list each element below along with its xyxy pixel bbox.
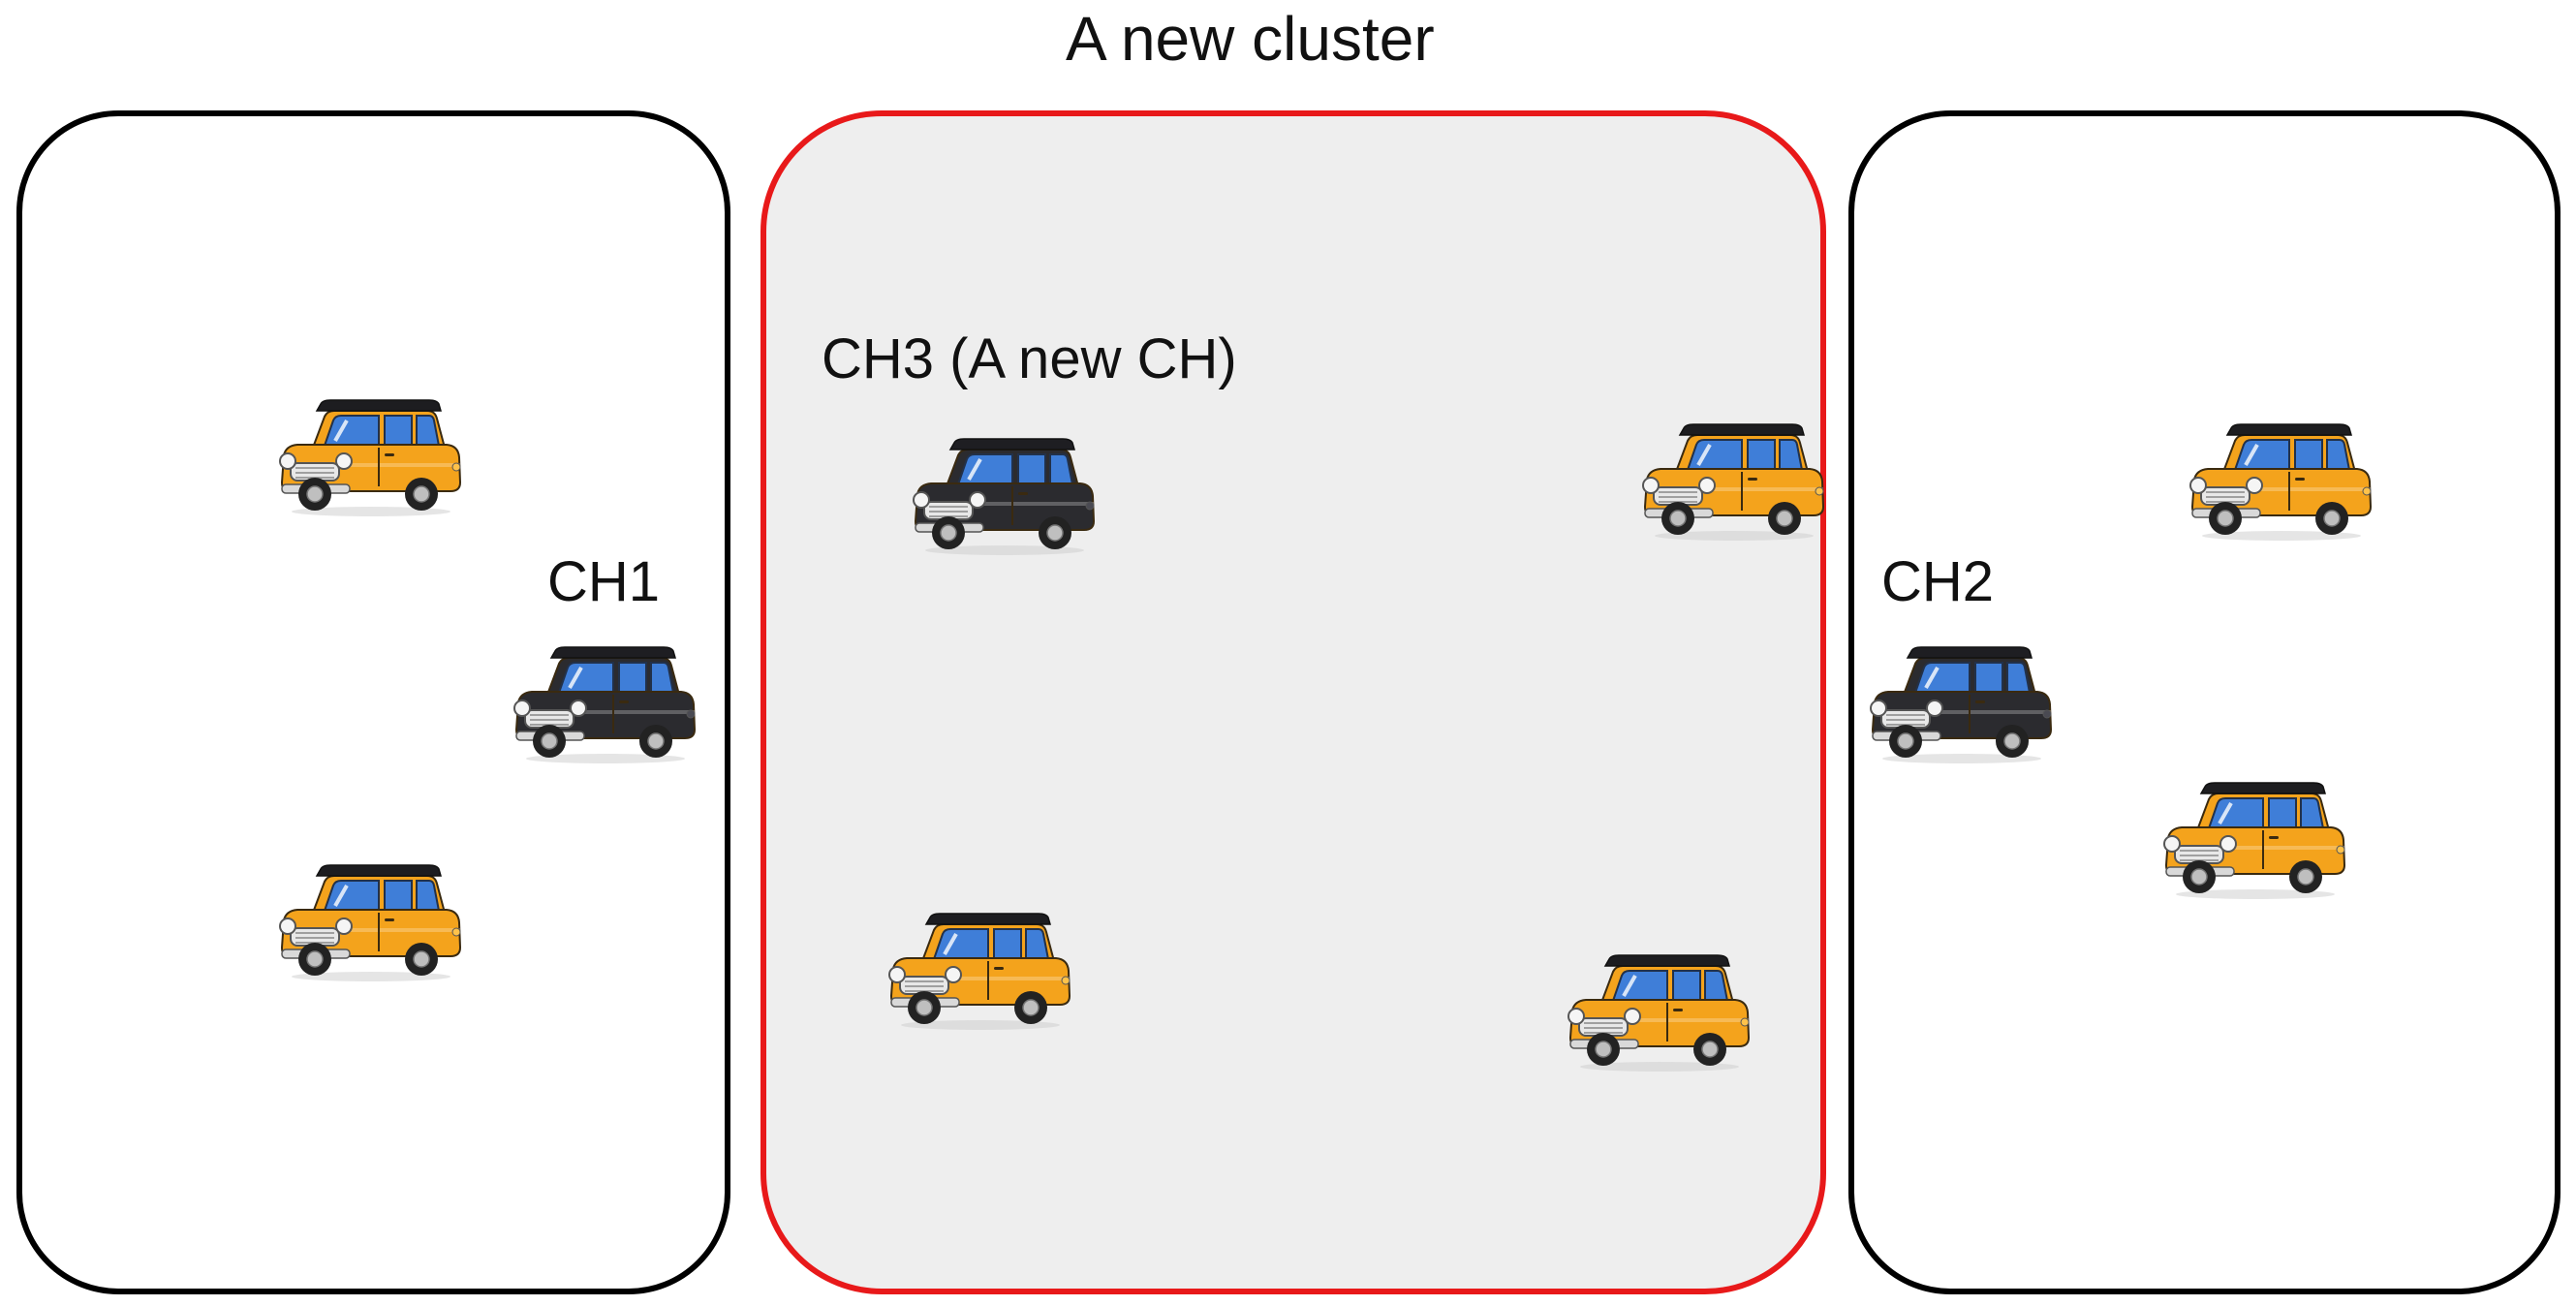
orange-car-icon: [1637, 421, 1826, 543]
black-car-icon: [1865, 644, 2054, 765]
orange-car-icon: [2185, 421, 2374, 543]
cluster-new: [760, 110, 1826, 1294]
new-cluster-title: A new cluster: [1066, 4, 1435, 74]
black-car-icon: [908, 436, 1097, 557]
ch3-label: CH3 (A new CH): [822, 327, 1237, 390]
black-car-icon: [509, 644, 698, 765]
ch2-label: CH2: [1881, 550, 1995, 613]
orange-car-icon: [1563, 952, 1752, 1073]
orange-car-icon: [274, 397, 463, 518]
ch1-label: CH1: [547, 550, 661, 613]
orange-car-icon: [274, 862, 463, 983]
orange-car-icon: [884, 911, 1072, 1032]
orange-car-icon: [2158, 780, 2347, 901]
